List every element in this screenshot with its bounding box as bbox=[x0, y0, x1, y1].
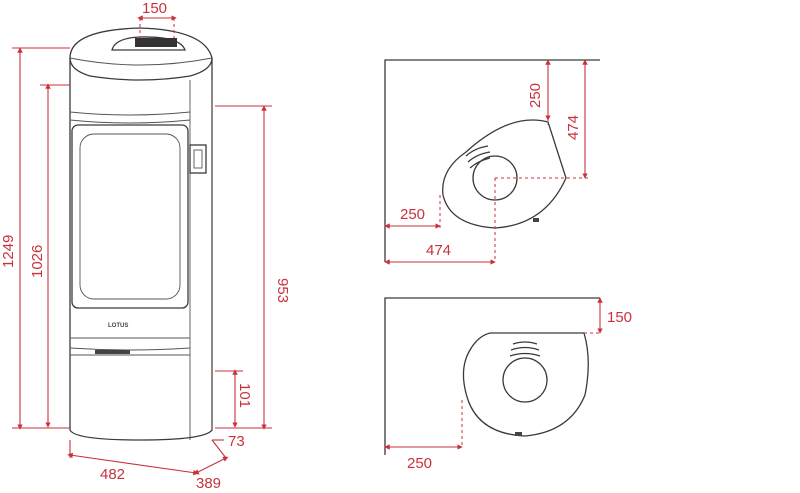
ash-drawer-slot bbox=[95, 350, 130, 354]
label-width: 482 bbox=[100, 466, 125, 483]
label-side-depth: 73 bbox=[228, 433, 245, 450]
corner-vent-2 bbox=[467, 151, 491, 163]
corner-feet bbox=[533, 218, 539, 222]
ash-band bbox=[69, 347, 191, 351]
brand-logo: LOTUS bbox=[108, 323, 128, 329]
corner-install-view: 250 474 250 474 bbox=[384, 59, 600, 265]
corner-vent-1 bbox=[465, 145, 489, 157]
corner-walls bbox=[384, 59, 600, 262]
label-wall-depth-small: 250 bbox=[527, 83, 544, 108]
label-side-height: 953 bbox=[274, 278, 291, 303]
label-side-clearance: 250 bbox=[407, 455, 432, 472]
wall-flue-ring bbox=[502, 357, 548, 403]
stove-body bbox=[69, 27, 213, 441]
label-top-outlet-width: 150 bbox=[142, 0, 167, 17]
upper-band-2 bbox=[69, 119, 191, 124]
label-wall-depth-large: 474 bbox=[565, 115, 582, 140]
wall-feet bbox=[515, 432, 522, 436]
upper-band bbox=[69, 111, 191, 116]
wall-vent-1 bbox=[512, 341, 538, 345]
top-outlet-grill bbox=[135, 38, 177, 47]
stove-front-view: LOTUS bbox=[69, 27, 213, 441]
wall-lines bbox=[384, 297, 600, 455]
wall-vent-3 bbox=[509, 352, 541, 357]
wall-install-view: 150 250 bbox=[384, 297, 632, 472]
corner-stove-outline bbox=[442, 119, 567, 229]
label-door-height: 1026 bbox=[29, 245, 46, 278]
door-handle-inner bbox=[193, 149, 203, 169]
corner-vent-3 bbox=[469, 157, 491, 169]
label-bottom-offset: 101 bbox=[236, 383, 253, 408]
label-side-large: 474 bbox=[426, 242, 451, 259]
stove-top-rim bbox=[69, 57, 213, 66]
label-depth: 389 bbox=[196, 475, 221, 492]
stove-door bbox=[71, 124, 189, 309]
stove-top bbox=[69, 57, 213, 81]
dim-line-depth bbox=[193, 456, 229, 475]
wall-vent-2 bbox=[510, 346, 540, 351]
wall-stove-outline bbox=[462, 332, 589, 437]
door-handle bbox=[189, 144, 207, 174]
front-dimensions: 150 1249 1026 953 101 73 482 389 bbox=[0, 0, 291, 492]
label-total-height: 1249 bbox=[0, 235, 17, 268]
ext-line bbox=[211, 439, 227, 459]
label-back-clearance: 150 bbox=[607, 309, 632, 326]
label-side-small: 250 bbox=[400, 206, 425, 223]
corner-flue-ring bbox=[472, 155, 518, 201]
dim-line-width bbox=[67, 452, 199, 476]
door-glass bbox=[79, 133, 181, 300]
